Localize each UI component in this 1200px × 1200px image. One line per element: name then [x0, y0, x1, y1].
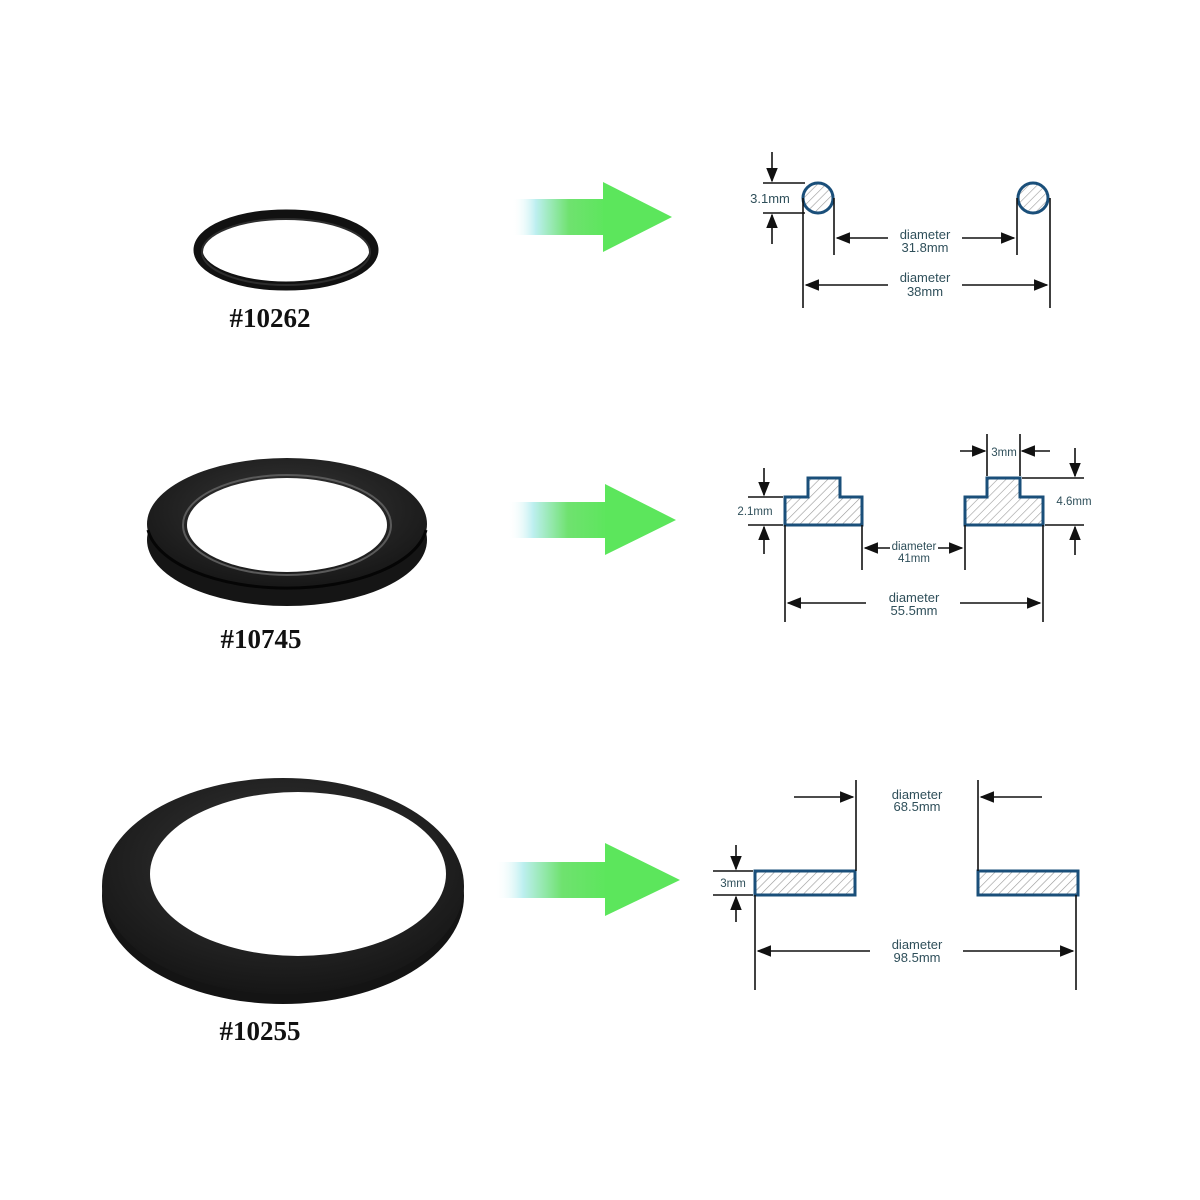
arrow-icon — [512, 182, 672, 252]
thickness-label: 3.1mm — [750, 191, 790, 206]
inner-diameter-title: diameter — [892, 787, 943, 802]
stepped-gasket-image — [146, 458, 428, 606]
outer-diameter-value: 98.5mm — [894, 950, 941, 965]
inner-diameter-value: 41mm — [898, 553, 930, 565]
outer-diameter-value: 55.5mm — [891, 603, 938, 618]
cross-section-10255: 3mm diameter 68.5mm diameter 98.5mm — [713, 780, 1080, 990]
flat-gasket-image — [102, 778, 464, 1004]
outer-diameter-value: 38mm — [907, 284, 943, 299]
lip-width-label: 3mm — [991, 447, 1017, 459]
total-height-label: 4.6mm — [1056, 496, 1091, 508]
row-10262: #10262 3.1mm diameter 31.8mm — [193, 152, 1051, 333]
part-number-label: #10262 — [230, 303, 311, 333]
row-10745: #10745 2.1mm 3mm 4.6mm — [146, 434, 1092, 654]
part-number-label: #10255 — [220, 1016, 301, 1046]
cross-section-10262: 3.1mm diameter 31.8mm diameter 38mm — [750, 152, 1051, 308]
part-number-label: #10745 — [221, 624, 302, 654]
cross-section-10745: 2.1mm 3mm 4.6mm diameter 41mm — [737, 434, 1092, 622]
outer-diameter-title: diameter — [892, 937, 943, 952]
row-10255: #10255 3mm diameter 68.5mm — [102, 778, 1080, 1046]
inner-diameter-value: 68.5mm — [894, 799, 941, 814]
outer-diameter-title: diameter — [889, 590, 940, 605]
thickness-label: 2.1mm — [737, 506, 772, 518]
outer-diameter-title: diameter — [900, 270, 951, 285]
inner-diameter-title: diameter — [900, 227, 951, 242]
arrow-icon — [495, 843, 680, 916]
thickness-label: 3mm — [720, 878, 746, 890]
arrow-icon — [508, 484, 676, 555]
inner-diameter-value: 31.8mm — [902, 240, 949, 255]
o-ring-image — [193, 209, 379, 291]
inner-diameter-title: diameter — [892, 541, 937, 553]
